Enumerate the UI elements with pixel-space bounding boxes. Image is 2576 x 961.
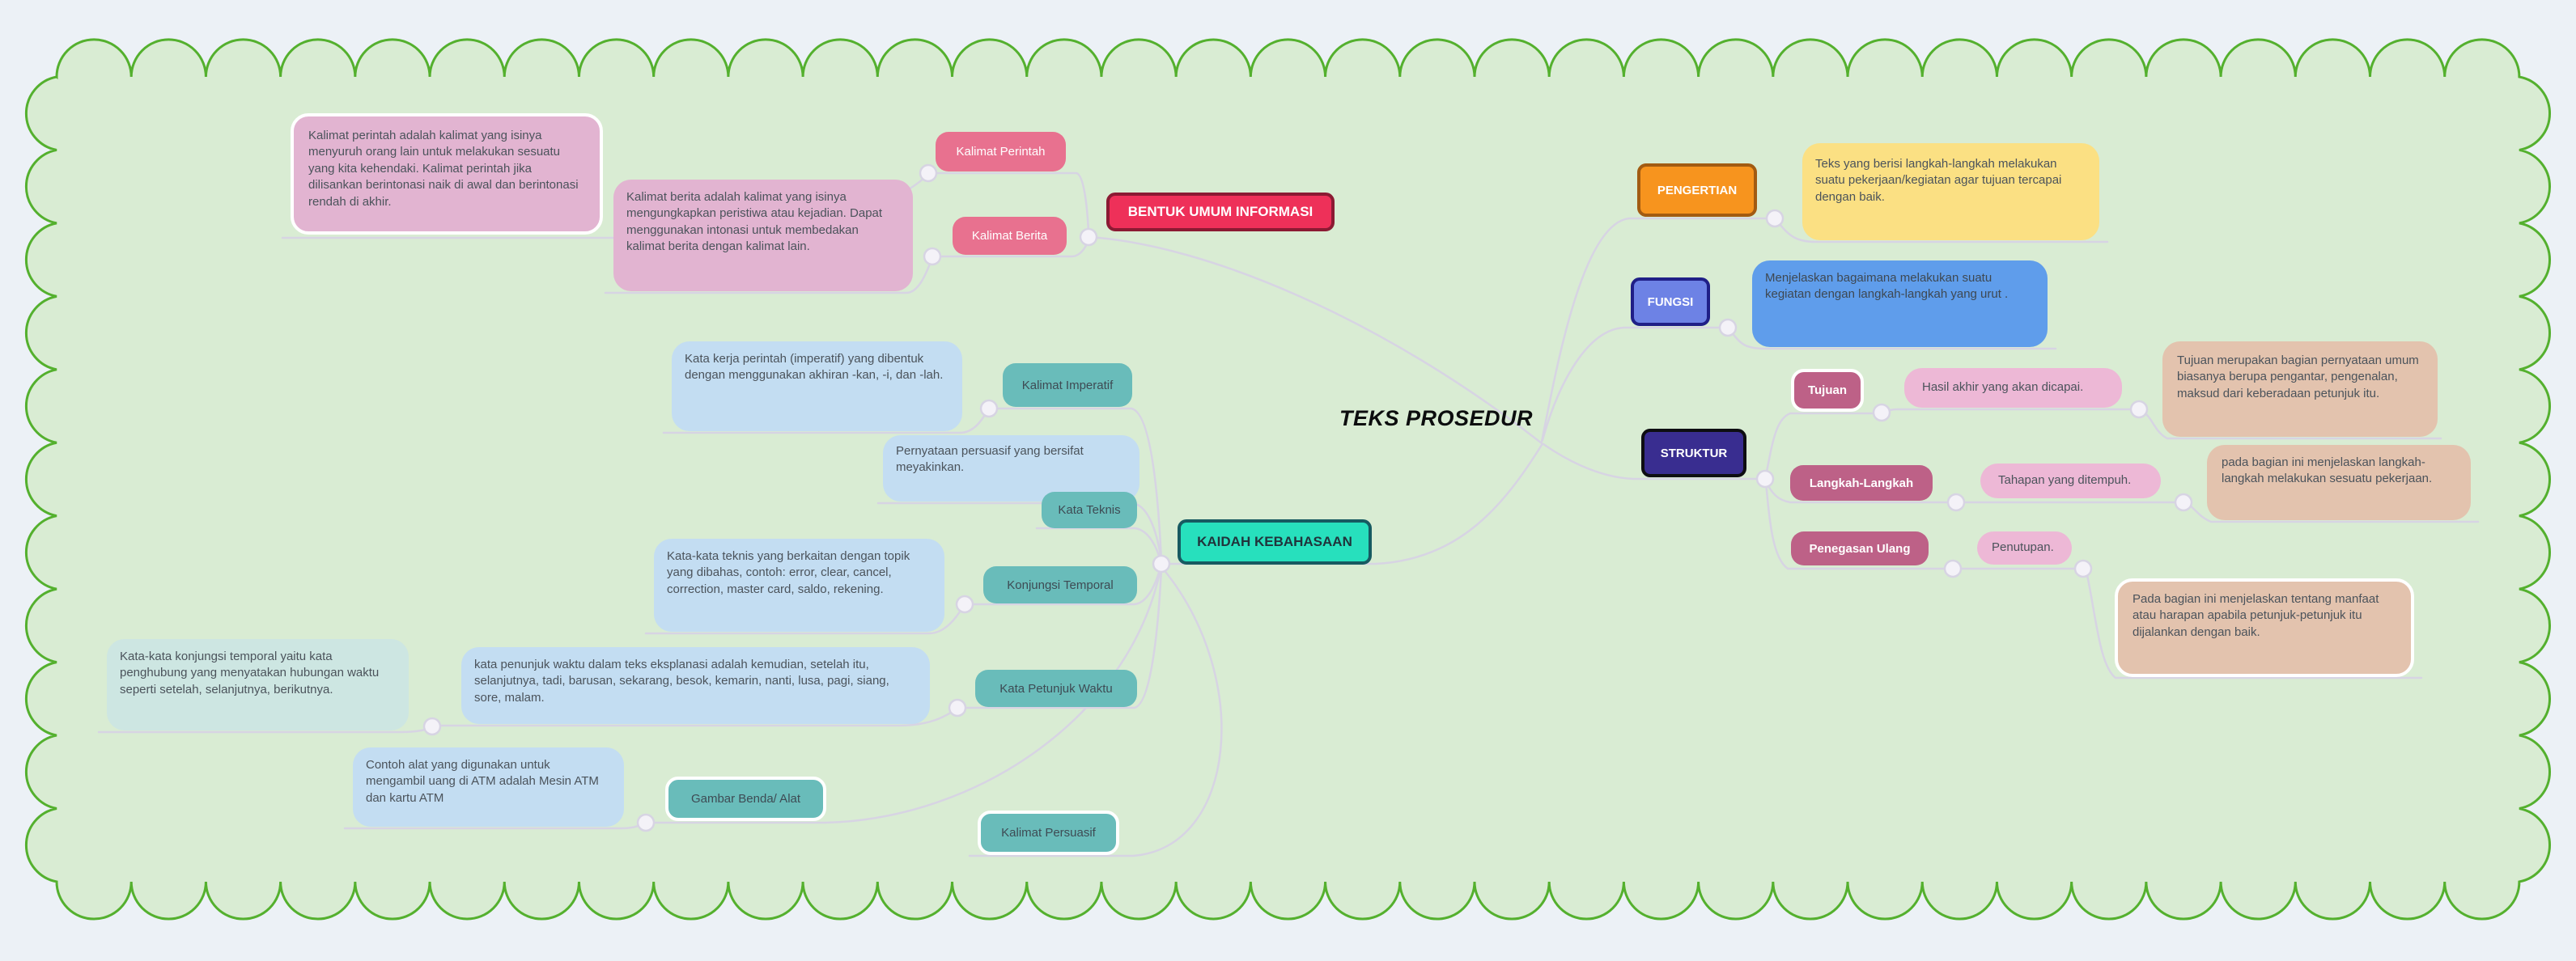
junction-dot [1152, 554, 1171, 574]
detail-tujuan[interactable]: Tujuan merupakan bagian pernyataan umum … [2162, 341, 2438, 437]
node-penegasan-ulang[interactable]: Penegasan Ulang [1791, 531, 1929, 565]
junction-dot [1755, 469, 1775, 489]
junction-dot [919, 163, 938, 183]
detail-kata-petunjuk-waktu[interactable]: Kata-kata konjungsi temporal yaitu kata … [107, 639, 409, 730]
desc-kata-petunjuk-waktu[interactable]: kata penunjuk waktu dalam teks eksplanas… [461, 647, 930, 724]
node-fungsi[interactable]: FUNGSI [1631, 277, 1710, 326]
node-kata-teknis[interactable]: Kata Teknis [1042, 492, 1137, 528]
edge-kalimat-imperatif [987, 407, 1163, 562]
note-tujuan[interactable]: Hasil akhir yang akan dicapai. [1904, 368, 2122, 408]
junction-dot [979, 399, 999, 418]
node-kata-petunjuk-waktu[interactable]: Kata Petunjuk Waktu [975, 670, 1137, 707]
edge-kata-petunjuk-waktu [956, 567, 1163, 709]
junction-dot [923, 247, 942, 266]
node-kaidah-kebahasaan[interactable]: KAIDAH KEBAHASAAN [1178, 519, 1372, 565]
desc-gambar-benda-alat[interactable]: Contoh alat yang digunakan untuk mengamb… [353, 747, 624, 827]
edge-detail-penegasan [2085, 569, 2423, 679]
node-root-title[interactable]: TEKS PROSEDUR [1339, 406, 1534, 430]
edge-penegasan [1764, 480, 1951, 570]
junction-dot [1946, 493, 1966, 512]
edge-root-bentuk [1087, 235, 1543, 445]
junction-dot [636, 813, 656, 832]
edge-kalimat-perintah [927, 171, 1090, 235]
node-kalimat-imperatif[interactable]: Kalimat Imperatif [1003, 363, 1132, 407]
node-konjungsi-temporal[interactable]: Konjungsi Temporal [983, 566, 1137, 603]
junction-dot [1718, 318, 1738, 337]
node-kalimat-perintah[interactable]: Kalimat Perintah [936, 132, 1066, 171]
junction-dot [948, 698, 967, 718]
desc-kalimat-berita[interactable]: Kalimat berita adalah kalimat yang isiny… [613, 180, 913, 291]
junction-dot [422, 717, 442, 736]
junction-dot [2129, 400, 2149, 419]
note-pernyataan-persuasif[interactable]: Pernyataan persuasif yang bersifat meyak… [883, 435, 1139, 502]
junction-dot [1079, 227, 1098, 247]
junction-dot [1943, 559, 1963, 578]
desc-konjungsi-temporal[interactable]: Kata-kata teknis yang berkaitan dengan t… [654, 539, 944, 632]
edge-kalimat-persuasif [968, 567, 1223, 857]
detail-langkah-langkah[interactable]: pada bagian ini menjelaskan langkah-lang… [2207, 445, 2471, 520]
edge-root-struktur [1542, 442, 1767, 480]
junction-dot [2174, 493, 2193, 512]
detail-penegasan-ulang[interactable]: Pada bagian ini menjelaskan tentang manf… [2115, 578, 2414, 677]
node-pengertian[interactable]: PENGERTIAN [1637, 163, 1757, 217]
junction-dot [955, 595, 974, 614]
edge-root-fungsi [1541, 326, 1729, 442]
node-tujuan[interactable]: Tujuan [1791, 369, 1864, 412]
junction-dot [1872, 403, 1891, 422]
note-penegasan-ulang[interactable]: Penutupan. [1977, 531, 2072, 565]
junction-dot [2073, 559, 2093, 578]
edge-root-pengertian [1540, 217, 1776, 443]
desc-pengertian[interactable]: Teks yang berisi langkah-langkah melakuk… [1802, 143, 2099, 240]
note-langkah-langkah[interactable]: Tahapan yang ditempuh. [1980, 464, 2161, 498]
junction-dot [1765, 209, 1785, 228]
edge-root-kaidah [1160, 443, 1543, 565]
edge-tujuan [1764, 412, 1880, 477]
node-kalimat-berita[interactable]: Kalimat Berita [953, 217, 1067, 255]
desc-kalimat-perintah[interactable]: Kalimat perintah adalah kalimat yang isi… [291, 113, 603, 235]
desc-kalimat-imperatif[interactable]: Kata kerja perintah (imperatif) yang dib… [672, 341, 962, 431]
desc-fungsi[interactable]: Menjelaskan bagaimana melakukan suatu ke… [1752, 260, 2048, 347]
node-kalimat-persuasif[interactable]: Kalimat Persuasif [978, 811, 1119, 855]
edge-gambar-benda [644, 568, 1162, 824]
node-gambar-benda-alat[interactable]: Gambar Benda/ Alat [665, 777, 826, 821]
node-langkah-langkah[interactable]: Langkah-Langkah [1790, 465, 1933, 501]
node-bentuk-umum-informasi[interactable]: BENTUK UMUM INFORMASI [1106, 193, 1335, 231]
node-struktur[interactable]: STRUKTUR [1641, 429, 1746, 477]
